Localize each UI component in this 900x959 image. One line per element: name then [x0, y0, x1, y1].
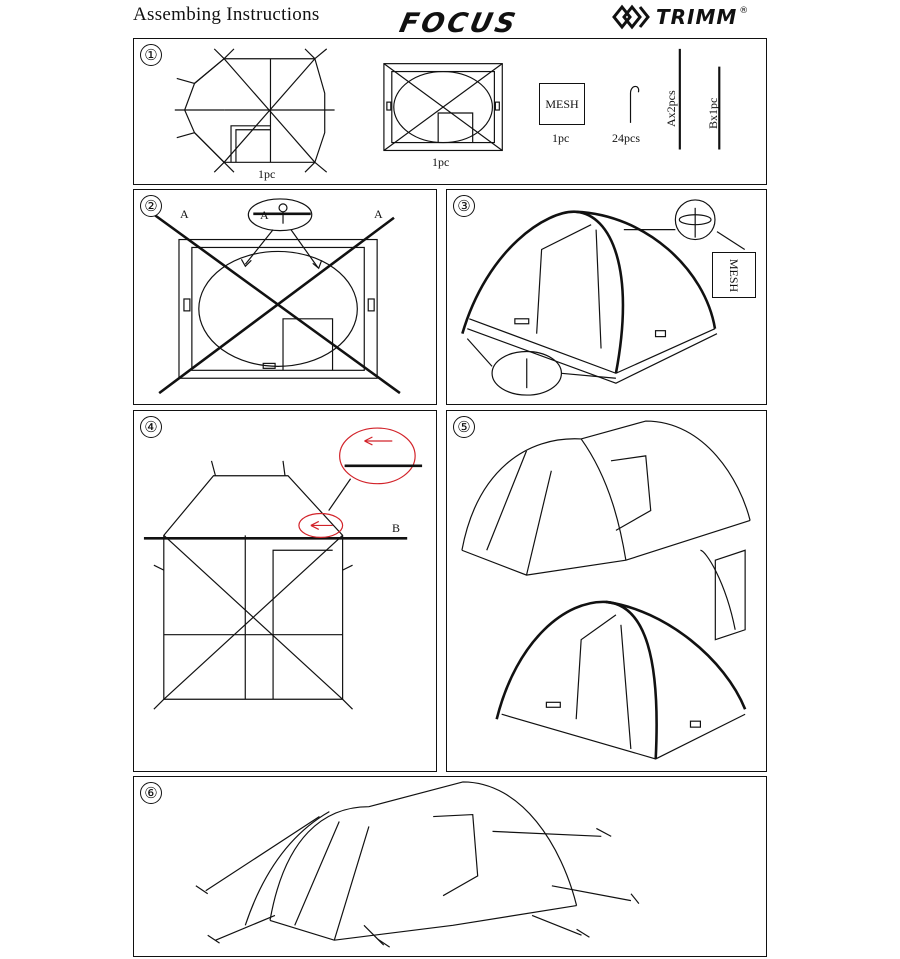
step-2-panel: ② A A A [133, 189, 437, 405]
registered-mark: ® [739, 6, 749, 16]
pegs-qty: 24pcs [612, 131, 640, 145]
trimm-logo-icon [612, 4, 650, 30]
step-number: ② [140, 195, 162, 217]
mesh-label: MESH [545, 96, 579, 111]
inner-tent-topview-icon [383, 63, 503, 152]
tent-pegged-illustration [195, 781, 640, 948]
step-1-panel: ① 1pc 1pc MESH 1pc 24pcs Ax2pcs Bx1pc [133, 38, 767, 185]
pole-b-qty: Bx1pc [706, 97, 720, 129]
mesh-part: MESH [539, 83, 585, 125]
flysheet-dome-illustration [461, 420, 751, 760]
pole-b-label: B [392, 521, 401, 535]
step-5-panel: ⑤ [446, 410, 767, 772]
tent-peg-icon [629, 85, 640, 123]
mesh-qty: 1pc [552, 131, 570, 145]
flysheet-pole-illustration [143, 427, 423, 710]
step-4-panel: ④ B [133, 410, 437, 772]
page-title: Assembing Instructions [133, 4, 320, 25]
pole-a-qty: Ax2pcs [664, 90, 678, 127]
step-number: ③ [453, 195, 475, 217]
brand-name: TRIMM [656, 5, 738, 29]
dome-raised-illustration [461, 199, 746, 396]
pole-a-label-zoom: A [260, 208, 269, 222]
pole-a-label-right: A [374, 207, 383, 221]
step-number: ⑥ [140, 782, 162, 804]
brand-logo: TRIMM ® [612, 2, 748, 32]
step-number: ④ [140, 416, 162, 438]
flysheet-qty: 1pc [258, 167, 276, 181]
mesh-part: MESH [712, 252, 756, 298]
inner-tent-qty: 1pc [432, 155, 450, 169]
pole-a-label-left: A [180, 207, 189, 221]
model-name: FOCUS [396, 8, 521, 39]
step-number: ① [140, 44, 162, 66]
step-number: ⑤ [453, 416, 475, 438]
parts-illustration [174, 48, 721, 173]
flysheet-topview-icon [174, 48, 335, 173]
step-3-panel: ③ MESH [446, 189, 767, 405]
step-6-panel: ⑥ [133, 776, 767, 957]
poles-crossing-illustration [153, 198, 401, 395]
mesh-label: MESH [727, 258, 742, 292]
